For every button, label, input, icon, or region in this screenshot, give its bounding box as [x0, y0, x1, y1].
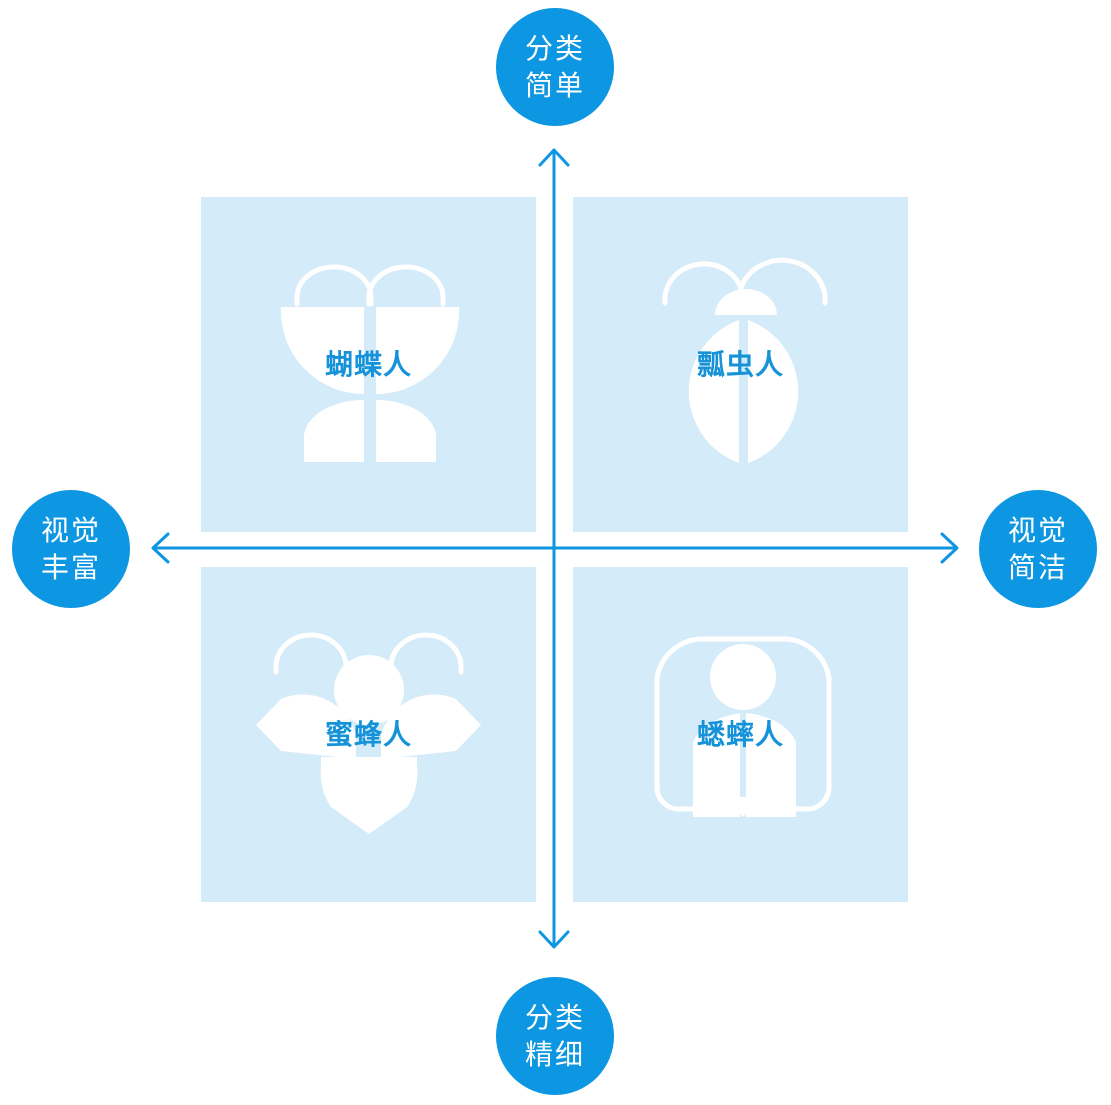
pole-left-visual-rich: 视觉 丰富	[12, 490, 130, 608]
pole-left-line1: 视觉	[40, 514, 101, 547]
bee-icon	[256, 632, 481, 834]
quadrant-top-left: 蝴蝶人	[201, 197, 536, 532]
cricket-icon	[654, 636, 832, 817]
pole-left-line2: 丰富	[40, 551, 101, 584]
pole-right-line2: 简洁	[1007, 551, 1068, 584]
pole-right-visual-simple: 视觉 简洁	[979, 490, 1097, 608]
pole-right-line1: 视觉	[1007, 514, 1068, 547]
arrow-right-icon	[940, 532, 959, 564]
quadrant-label-bee: 蜜蜂人	[324, 718, 412, 751]
quadrant-bottom-right: 蟋蟀人	[573, 567, 908, 902]
quadrant-label-cricket: 蟋蟀人	[696, 718, 784, 751]
quadrant-top-right: 瓢虫人	[573, 197, 908, 532]
ladybug-icon	[662, 257, 828, 463]
pole-bottom-line2: 精细	[524, 1038, 585, 1071]
pole-top-classification-simple: 分类 简单	[496, 8, 614, 126]
quadrant-label-butterfly: 蝴蝶人	[324, 348, 412, 381]
arrow-left-icon	[151, 532, 170, 564]
pole-bottom-classification-detailed: 分类 精细	[496, 977, 614, 1095]
arrow-down-icon	[538, 930, 570, 949]
arrow-up-icon	[538, 148, 570, 167]
quadrant-bottom-left: 蜜蜂人	[201, 567, 536, 902]
quadrant-label-ladybug: 瓢虫人	[696, 348, 784, 381]
pole-top-line1: 分类	[524, 32, 585, 65]
pole-bottom-line1: 分类	[524, 1001, 585, 1034]
pole-top-line2: 简单	[524, 69, 585, 102]
butterfly-icon	[280, 264, 460, 462]
